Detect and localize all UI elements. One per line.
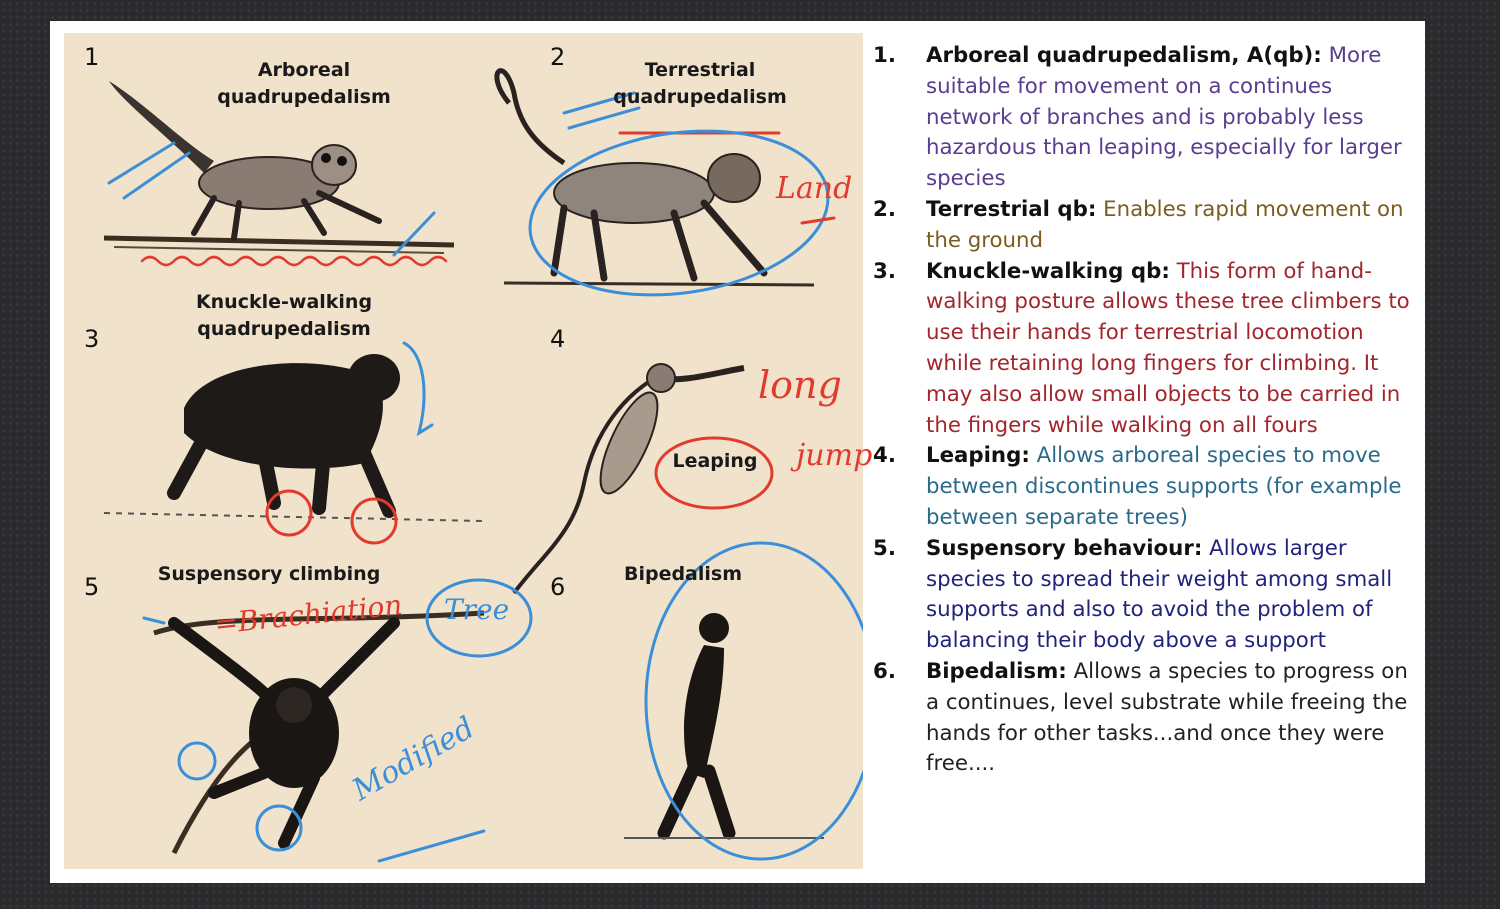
note-body: Allows arboreal species to move between … [926, 443, 1402, 530]
note-number: 5. [873, 535, 896, 561]
annotation-long: long [758, 363, 842, 407]
panel-number-6: 6 [550, 573, 566, 601]
panel-number-1: 1 [84, 43, 100, 71]
panel-number-4: 4 [550, 325, 566, 353]
note-body: More suitable for movement on a continue… [926, 43, 1402, 192]
terrestrial-monkey-drawing [494, 68, 815, 287]
panel-number-5: 5 [84, 573, 100, 601]
note-number: 4. [873, 443, 896, 469]
arboreal-primate-drawing [103, 81, 455, 254]
panel-number-2: 2 [550, 43, 566, 71]
note-item: 4. Leaping: Allows arboreal species to m… [873, 441, 1418, 533]
note-body: Allows larger species to spread their we… [926, 535, 1393, 654]
note-number: 1. [873, 43, 896, 68]
note-body: Allows a species to progress on a contin… [926, 658, 1408, 777]
panel-label-suspensory: Suspensory climbing [157, 563, 381, 585]
locomotion-notes-list: 1. Arboreal quadrupedalism, A(qb): More … [873, 41, 1418, 780]
annotation-land: Land [776, 171, 853, 206]
ink-annotations [107, 91, 863, 863]
slide: 1 Arboreal quadrupedalism 2 Terrestrial … [50, 21, 1425, 883]
note-item: 6. Bipedalism: Allows a species to progr… [873, 657, 1418, 780]
note-body: This form of hand-walking posture allows… [926, 258, 1410, 438]
note-item: 2. Terrestrial qb: Enables rapid movemen… [873, 195, 1418, 257]
panel-label-knuckle-walking: Knuckle-walking quadrupedalism [174, 289, 394, 343]
locomotion-figure: 1 Arboreal quadrupedalism 2 Terrestrial … [64, 33, 872, 869]
panel-label-line: Terrestrial [644, 59, 756, 81]
panel-label-line: quadrupedalism [217, 86, 391, 108]
panel-label-line: Arboreal [257, 59, 351, 81]
note-heading: Suspensory behaviour: [926, 535, 1203, 561]
note-heading: Terrestrial qb: [926, 196, 1097, 222]
note-body: Enables rapid movement on the ground [926, 196, 1404, 253]
note-heading: Arboreal quadrupedalism, A(qb): [926, 43, 1322, 68]
annotation-tree: Tree [444, 593, 510, 626]
note-number: 6. [873, 658, 896, 684]
knuckle-walking-ape-drawing [103, 354, 485, 522]
note-heading: Bipedalism: [926, 658, 1067, 684]
note-item: 5. Suspensory behaviour: Allows larger s… [873, 534, 1418, 657]
leaping-monkey-drawing [512, 363, 745, 595]
panel-label-line: Knuckle-walking [195, 291, 373, 313]
note-heading: Leaping: [926, 443, 1030, 469]
suspensory-gibbon-drawing [153, 610, 485, 855]
panel-label-line: quadrupedalism [613, 86, 787, 108]
panel-label-arboreal: Arboreal quadrupedalism [204, 57, 404, 111]
panel-label-bipedalism: Bipedalism [623, 563, 743, 585]
panel-number-3: 3 [84, 325, 100, 353]
bipedal-hominin-drawing [624, 613, 824, 840]
note-number: 3. [873, 258, 896, 284]
note-number: 2. [873, 196, 896, 222]
panel-label-terrestrial: Terrestrial quadrupedalism [600, 57, 800, 111]
annotation-jump: jump [796, 438, 873, 473]
note-item: 3. Knuckle-walking qb: This form of hand… [873, 257, 1418, 442]
panel-label-leaping: Leaping [672, 450, 758, 472]
note-item: 1. Arboreal quadrupedalism, A(qb): More … [873, 41, 1418, 195]
panel-label-line: quadrupedalism [197, 318, 371, 340]
note-heading: Knuckle-walking qb: [926, 258, 1170, 284]
locomotion-illustration [103, 68, 863, 863]
